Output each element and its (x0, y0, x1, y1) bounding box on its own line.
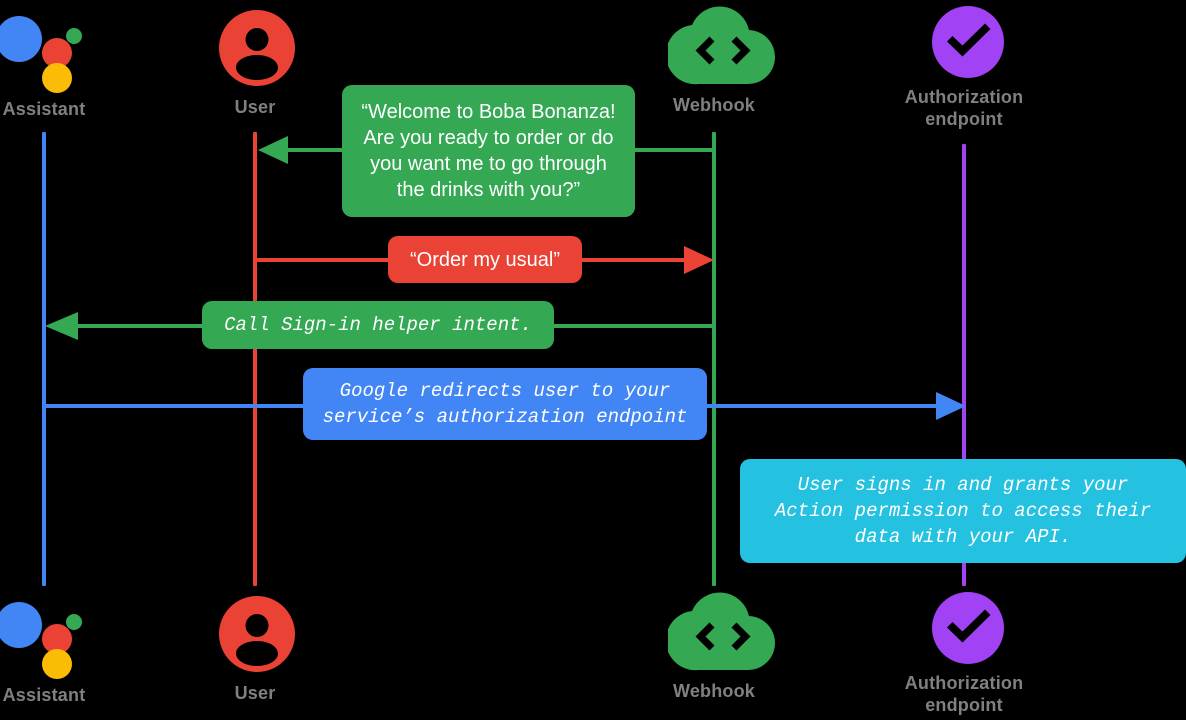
message-text-user-signs-in: User signs in and grants your Action per… (774, 474, 1152, 548)
webhook-cloud-code-icon-bottom (668, 592, 775, 671)
assistant-dot-yellow-icon (42, 63, 72, 93)
message-text-welcome: “Welcome to Boba Bonanza! Are you ready … (361, 101, 616, 201)
message-bubble-order-my-usual: “Order my usual” (388, 236, 582, 283)
actor-label-webhook: Webhook (672, 95, 756, 115)
authorization-check-icon (932, 6, 1004, 78)
connector-order-left (255, 258, 391, 262)
message-bubble-google-redirects-user: Google redirects user to your service’s … (303, 368, 707, 440)
arrowhead-welcome-icon (258, 136, 288, 164)
actor-footer-user: User (155, 592, 355, 704)
connector-redirect-left (42, 404, 310, 408)
assistant-dot-yellow-icon (42, 649, 72, 679)
assistant-dot-blue-icon (0, 16, 42, 62)
assistant-logo-icon-bottom (0, 594, 94, 680)
arrowhead-redirect-icon (936, 392, 966, 420)
connector-redirect-right (702, 404, 936, 408)
assistant-logo-icon (0, 8, 94, 94)
actor-footer-webhook: Webhook (614, 590, 814, 702)
lifeline-webhook (712, 132, 716, 586)
assistant-dot-red-icon (42, 38, 72, 68)
actor-label-user-bottom: User (234, 683, 276, 703)
connector-welcome-right (634, 148, 716, 152)
arrowhead-order-icon (684, 246, 714, 274)
user-avatar-icon-bottom (219, 596, 295, 672)
actor-label-authorization-endpoint: Authorization endpoint (904, 87, 1024, 129)
message-text-order-my-usual: “Order my usual” (409, 248, 561, 271)
actor-label-assistant: Assistant (2, 99, 86, 119)
actor-label-authorization-endpoint-bottom: Authorization endpoint (904, 673, 1024, 715)
actor-label-user: User (234, 97, 276, 117)
actor-header-webhook: Webhook (614, 4, 814, 116)
message-text-call-sign-in-helper-intent: Call Sign-in helper intent. (224, 314, 532, 336)
authorization-check-icon-bottom (932, 592, 1004, 664)
assistant-dot-blue-icon (0, 602, 42, 648)
connector-signin-left (78, 324, 206, 328)
lifeline-authorization-endpoint (962, 144, 966, 586)
lifeline-user (253, 132, 257, 586)
arrowhead-signin-icon (45, 312, 78, 340)
actor-footer-authorization-endpoint: Authorization endpoint (864, 590, 1064, 716)
assistant-dot-green-icon (66, 28, 82, 44)
actor-footer-assistant: Assistant (0, 594, 144, 706)
assistant-dot-green-icon (66, 614, 82, 630)
message-text-google-redirects-user: Google redirects user to your service’s … (322, 380, 688, 428)
actor-label-webhook-bottom: Webhook (672, 681, 756, 701)
connector-order-right (578, 258, 684, 262)
actor-header-authorization-endpoint: Authorization endpoint (864, 4, 1064, 130)
assistant-dot-red-icon (42, 624, 72, 654)
connector-signin-right (550, 324, 716, 328)
connector-welcome-left (286, 148, 344, 152)
actor-label-assistant-bottom: Assistant (2, 685, 86, 705)
message-bubble-welcome: “Welcome to Boba Bonanza! Are you ready … (342, 85, 635, 217)
message-bubble-call-sign-in-helper-intent: Call Sign-in helper intent. (202, 301, 554, 349)
message-bubble-user-signs-in: User signs in and grants your Action per… (740, 459, 1186, 563)
lifeline-assistant (42, 132, 46, 586)
actor-header-assistant: Assistant (0, 8, 144, 120)
actor-header-user: User (155, 6, 355, 118)
user-avatar-icon (219, 10, 295, 86)
webhook-cloud-code-icon (668, 6, 775, 85)
